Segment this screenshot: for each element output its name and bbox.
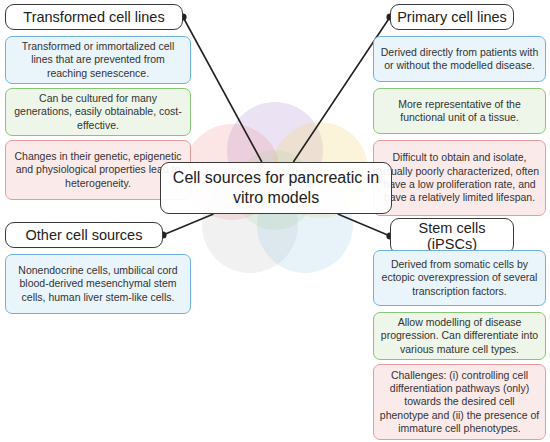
description-box: Transformed or immortalized cell lines t… — [5, 36, 191, 84]
connector-line — [183, 17, 262, 162]
group-heading: Stem cells (iPSCs) — [390, 218, 514, 254]
advantage-box: Allow modelling of disease progression. … — [373, 312, 546, 360]
group-heading: Transformed cell lines — [5, 4, 183, 30]
connector-line — [338, 214, 390, 236]
node-text: Allow modelling of disease progression. … — [379, 316, 540, 356]
node-text: Changes in their genetic, epigenetic and… — [11, 150, 185, 190]
node-text: Transformed or immortalized cell lines t… — [11, 40, 185, 80]
node-text: Derived from somatic cells by ectopic ov… — [379, 258, 540, 298]
node-text: Can be cultured for many generations, ea… — [11, 92, 185, 132]
node-text: More representative of the functional un… — [379, 98, 540, 125]
advantage-box: More representative of the functional un… — [373, 88, 546, 134]
node-text: Primary cell lines — [397, 9, 507, 25]
node-text: Challenges: (i) controlling cell differe… — [379, 369, 540, 436]
node-text: Other cell sources — [12, 227, 156, 243]
description-box: Derived from somatic cells by ectopic ov… — [373, 250, 546, 306]
advantage-box: Can be cultured for many generations, ea… — [5, 88, 191, 136]
group-heading: Other cell sources — [5, 222, 163, 248]
node-text: Derived directly from patients with or w… — [379, 46, 540, 73]
group-heading: Primary cell lines — [390, 4, 514, 30]
node-text: Stem cells (iPSCs) — [397, 220, 507, 252]
node-text: Transformed cell lines — [12, 9, 176, 25]
central-topic-box: Cell sources for pancreatic in vitro mod… — [160, 162, 392, 214]
node-text: Cell sources for pancreatic in vitro mod… — [169, 168, 383, 208]
description-box: Nonendocrine cells, umbilical cord blood… — [5, 254, 191, 314]
limitation-box: Difficult to obtain and isolate, usually… — [373, 140, 546, 216]
description-box: Derived directly from patients with or w… — [373, 36, 546, 82]
node-text: Nonendocrine cells, umbilical cord blood… — [11, 264, 185, 304]
limitation-box: Challenges: (i) controlling cell differe… — [373, 364, 546, 440]
connector-line — [163, 214, 213, 235]
node-text: Difficult to obtain and isolate, usually… — [379, 151, 540, 204]
